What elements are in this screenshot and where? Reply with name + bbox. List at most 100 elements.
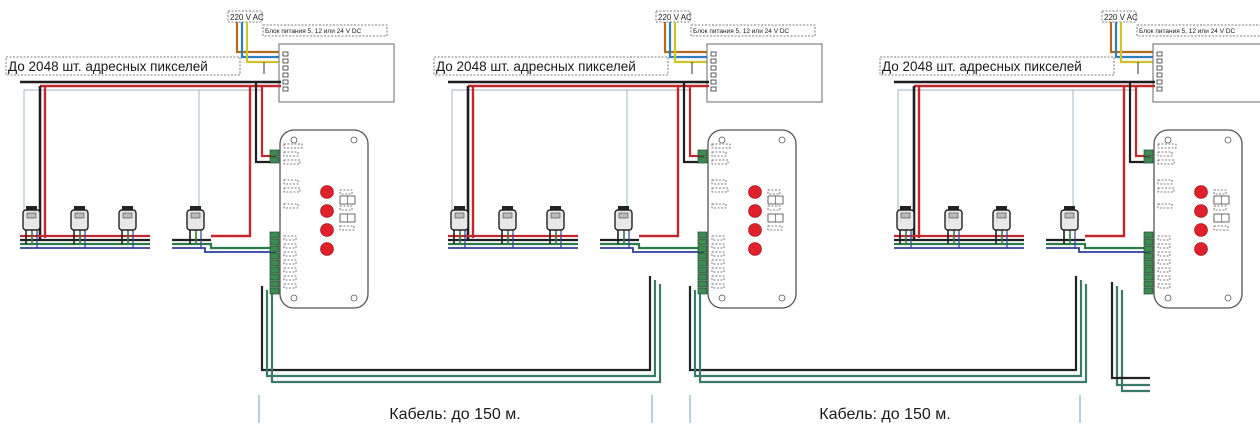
cable-2-3 — [688, 276, 1088, 384]
psu-terminal — [710, 79, 717, 85]
board-marking — [1157, 151, 1173, 157]
mount-hole — [1164, 136, 1172, 144]
output-terminal — [697, 252, 708, 260]
pixel-node — [118, 206, 137, 231]
psu-terminal — [1156, 51, 1163, 57]
output-terminal — [697, 287, 708, 295]
pixel-node — [614, 206, 633, 231]
power-supply-label: Блок питания 5, 12 или 24 V DC — [693, 28, 790, 35]
board-marking — [1157, 179, 1173, 185]
board-marking — [711, 151, 727, 157]
pixels-count-label: До 2048 шт. адресных пикселей — [436, 59, 636, 74]
pixel-window — [1064, 212, 1075, 219]
board-marking — [283, 143, 303, 149]
ac-wire-blue — [1114, 22, 1155, 59]
pixel-window — [454, 212, 465, 219]
board-marking — [711, 143, 731, 149]
cable-wire-green — [265, 280, 657, 378]
mount-hole — [718, 294, 726, 302]
pixel-cap — [502, 206, 513, 210]
mount-hole — [718, 136, 726, 144]
board-marking — [1157, 275, 1171, 281]
cable-out-green — [1115, 286, 1150, 387]
pixel-node — [944, 206, 963, 231]
pixel-window — [550, 212, 561, 219]
board-marking — [283, 251, 297, 257]
pixel-cap — [550, 206, 561, 210]
pixel-node — [450, 206, 469, 231]
power-terminal — [697, 149, 708, 157]
output-terminal — [269, 287, 280, 295]
cable-wire-green — [698, 284, 1088, 384]
pixel-window — [74, 212, 85, 219]
cable-out-dark — [1110, 282, 1150, 380]
board-marking — [339, 189, 353, 195]
cable-out-green — [1120, 290, 1150, 393]
output-terminal — [697, 238, 708, 246]
strip-data-green — [1046, 242, 1150, 250]
board-marking — [711, 267, 725, 273]
board-marking — [711, 251, 725, 257]
board-marking — [1157, 187, 1175, 193]
output-terminal — [269, 245, 280, 253]
board-marking — [283, 267, 297, 273]
board-marking — [1157, 235, 1171, 241]
mount-hole — [1224, 136, 1232, 144]
controller-body — [1153, 129, 1243, 309]
ac-wire-blue — [240, 22, 281, 59]
output-terminal — [697, 280, 708, 288]
strip-feed-right-red — [1085, 86, 1126, 238]
board-marking — [283, 243, 297, 249]
psu-label-box — [1136, 24, 1260, 37]
ac-wire-brown — [663, 22, 709, 54]
board-marking — [339, 205, 353, 211]
board-marking — [1157, 259, 1171, 265]
board-marking — [283, 151, 299, 157]
ac-label-box — [655, 10, 691, 23]
pixels-label-box — [5, 56, 241, 76]
strip-feed-right-red — [639, 86, 680, 238]
output-terminal — [269, 231, 280, 239]
output-terminal — [1143, 287, 1154, 295]
mount-hole — [350, 136, 358, 144]
controller-button — [748, 242, 762, 256]
cable-wire-green — [270, 284, 662, 384]
board-marking — [711, 187, 729, 193]
power-terminal — [1143, 149, 1154, 157]
board-marking — [283, 179, 299, 185]
pixel-node — [498, 206, 517, 231]
psu-label-box — [262, 24, 388, 37]
pixel-node — [22, 206, 41, 231]
board-marking — [711, 159, 729, 165]
pixels-label-box — [433, 56, 669, 76]
pixel-node — [70, 206, 89, 231]
pixels-label-box — [879, 56, 1115, 76]
psu-terminal — [282, 86, 289, 92]
controller-button — [748, 204, 762, 218]
psu-terminal — [282, 51, 289, 57]
power-supply-label: Блок питания 5, 12 или 24 V DC — [265, 28, 362, 35]
board-marking — [1213, 225, 1229, 231]
controller-button — [748, 185, 762, 199]
ac-wire-yellow — [673, 22, 709, 64]
board-marking — [283, 159, 301, 165]
controller-button — [320, 204, 334, 218]
board-marking — [711, 179, 727, 185]
psu-terminal — [710, 86, 717, 92]
ac-input-label: 220 V AC — [230, 13, 264, 22]
pixel-window — [618, 212, 629, 219]
cable-wire-dark — [260, 276, 652, 372]
board-marking — [711, 243, 725, 249]
output-terminal — [697, 266, 708, 274]
pixel-cap — [454, 206, 465, 210]
board-marking — [283, 283, 297, 289]
pixel-node — [992, 206, 1011, 231]
strip-data-blue — [1046, 247, 1150, 253]
output-terminal — [697, 231, 708, 239]
output-terminal — [697, 273, 708, 281]
ac-wire-blue — [668, 22, 709, 59]
pixel-cap — [122, 206, 133, 210]
